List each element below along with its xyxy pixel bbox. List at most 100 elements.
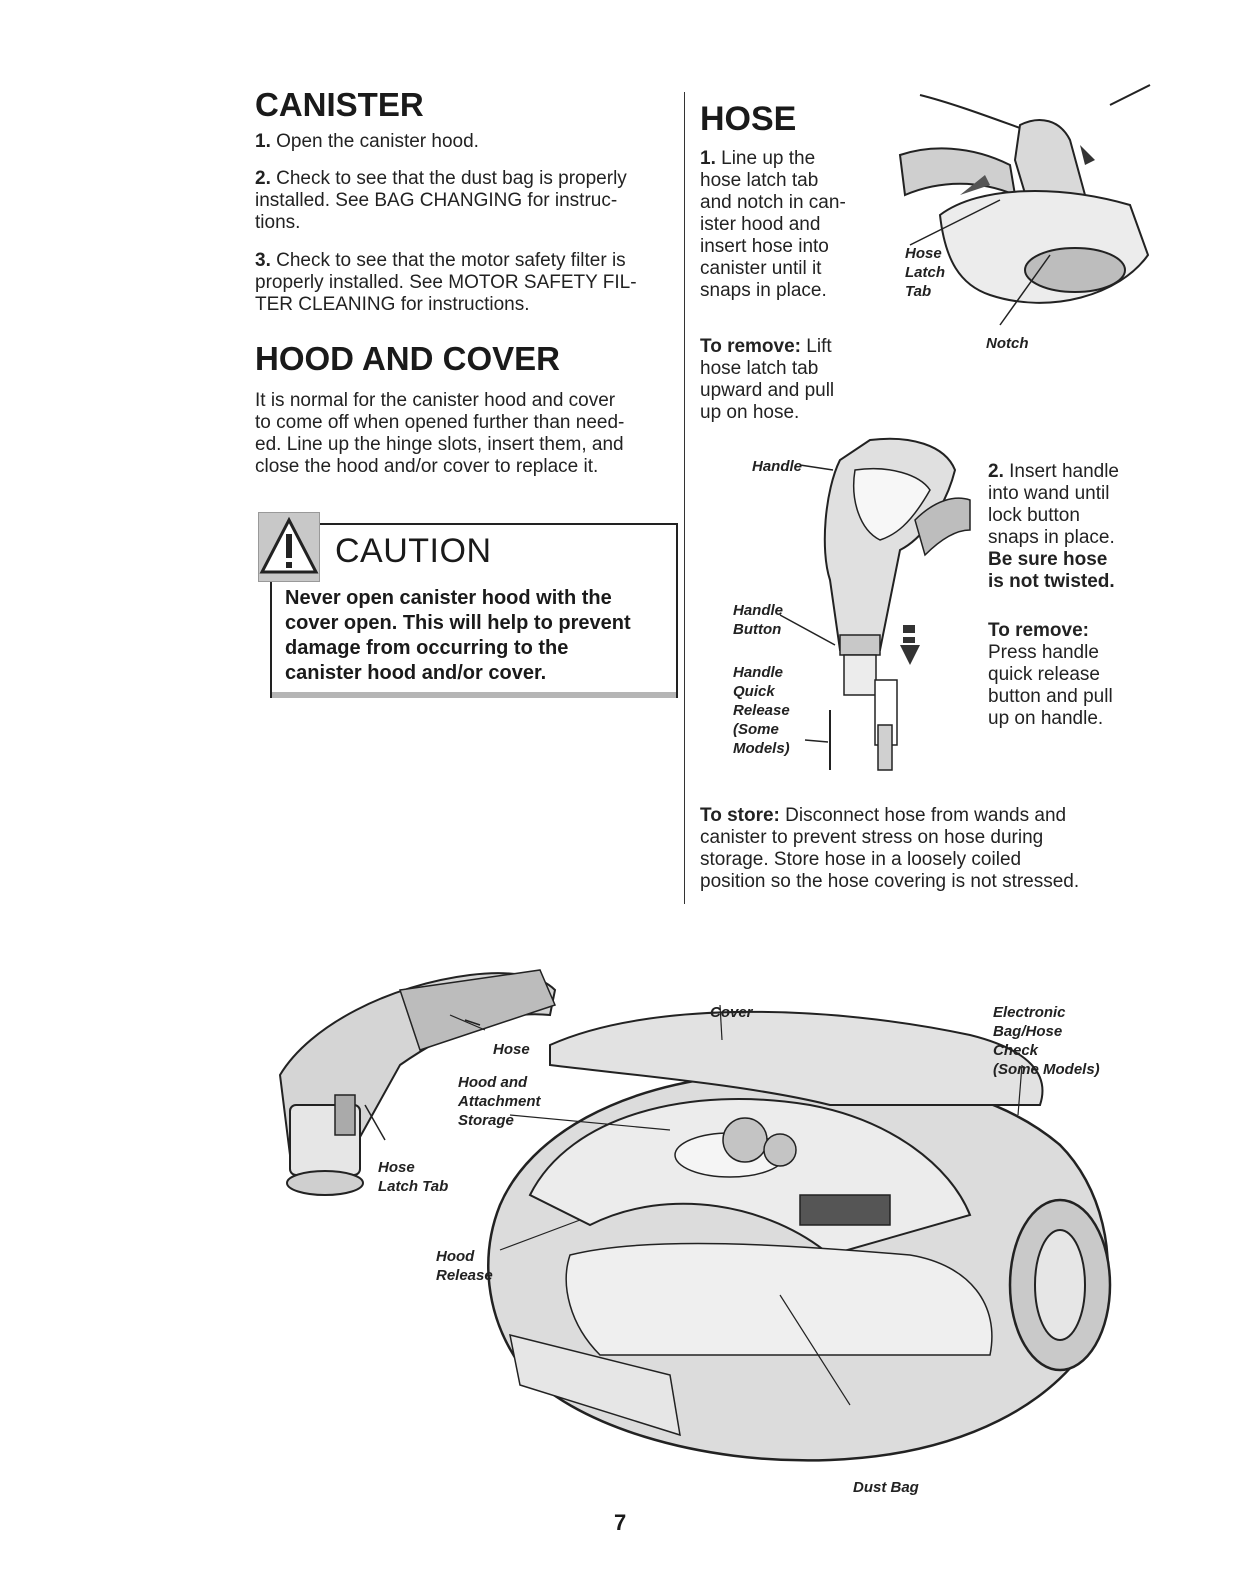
remove-text-line: hose latch tab (700, 358, 819, 379)
hose-store-text: To store: Disconnect hose from wands and… (700, 805, 1160, 893)
warning-triangle-icon (259, 516, 319, 574)
step-text-line: ister hood and (700, 214, 821, 235)
remove-text-line: button and pull (988, 686, 1113, 707)
label-line: Hose (905, 245, 942, 262)
step-text-line: and notch in can- (700, 192, 846, 213)
label-line: Electronic (993, 1004, 1066, 1021)
caution-line: Never open canister hood with the (285, 587, 612, 609)
caution-line: damage from occurring to the (285, 637, 569, 659)
remove-label: To remove: (988, 620, 1090, 641)
step-text-line: installed. See BAG CHANGING for instruc- (255, 190, 618, 211)
label-line: Button (733, 621, 782, 638)
remove-text-line: up on hose. (700, 402, 800, 423)
label-hose-latch-tab: Hose Latch Tab (905, 244, 945, 301)
canister-step-2: 2. Check to see that the dust bag is pro… (255, 168, 675, 234)
step-text-line: lock button (988, 505, 1080, 526)
label-line: Models) (733, 740, 790, 757)
step-text-line: properly installed. See MOTOR SAFETY FIL… (255, 272, 637, 293)
remove-text-line: upward and pull (700, 380, 835, 401)
label-dust-bag: Dust Bag (853, 1479, 919, 1496)
label-line: Release (436, 1267, 493, 1284)
canister-step-1: 1. Open the canister hood. (255, 131, 479, 153)
store-text-line: position so the hose covering is not str… (700, 871, 1080, 892)
step-number: 1. (255, 131, 271, 152)
label-cover: Cover (710, 1004, 753, 1021)
store-label: To store: (700, 805, 780, 826)
hose-remove-2: To remove: Press handle quick release bu… (988, 620, 1158, 730)
caution-heading: CAUTION (335, 532, 492, 570)
step-text: Open the canister hood. (276, 131, 479, 152)
caution-line: canister hood and/or cover. (285, 662, 547, 684)
label-hose: Hose (493, 1041, 530, 1058)
hose-step-2: 2. Insert handle into wand until lock bu… (988, 461, 1158, 593)
step-text-line: Check to see that the dust bag is proper… (276, 168, 627, 189)
step-number: 2. (255, 168, 271, 189)
step-text-line: TER CLEANING for instructions. (255, 294, 530, 315)
caution-text: Never open canister hood with the cover … (285, 586, 665, 686)
label-handle: Handle (752, 458, 803, 475)
step-text-line: into wand until (988, 483, 1110, 504)
step-text-line: Line up the (721, 148, 816, 169)
label-line: (Some Models) (993, 1061, 1100, 1078)
label-line: Attachment (458, 1093, 541, 1110)
hose-remove-1: To remove: Lift hose latch tab upward an… (700, 336, 880, 424)
label-handle-quick-release: Handle Quick Release (Some Models) (733, 663, 790, 758)
label-line: Bag/Hose (993, 1023, 1063, 1040)
store-text-line: canister to prevent stress on hose durin… (700, 827, 1044, 848)
step-emphasis-line: Be sure hose (988, 549, 1108, 570)
remove-text-line: up on handle. (988, 708, 1104, 729)
step-text-line: canister until it (700, 258, 822, 279)
label-line: Storage (458, 1112, 514, 1129)
step-text-line: Check to see that the motor safety filte… (276, 250, 626, 271)
step-text-line: hose latch tab (700, 170, 819, 191)
step-emphasis-line: is not twisted. (988, 571, 1115, 592)
label-line: Handle (733, 602, 784, 619)
remove-text-line: Press handle (988, 642, 1099, 663)
label-line: Quick (733, 683, 775, 700)
hose-latch-illustration (898, 84, 1151, 326)
hose-title: HOSE (700, 100, 797, 138)
step-text: Insert handle (1009, 461, 1119, 482)
label-notch: Notch (986, 335, 1029, 352)
column-divider (684, 92, 685, 904)
canister-vacuum-illustration (278, 969, 1112, 1462)
label-line: Hose (378, 1159, 415, 1176)
step-number: 2. (988, 461, 1004, 482)
step-number: 1. (700, 148, 716, 169)
remove-label: To remove: (700, 336, 802, 357)
hose-step-1: 1. Line up the hose latch tab and notch … (700, 148, 880, 302)
label-electronic-bag-hose-check: Electronic Bag/Hose Check (Some Models) (993, 1003, 1100, 1079)
paragraph-line: close the hood and/or cover to replace i… (255, 456, 599, 477)
handle-wand-illustration (779, 437, 971, 771)
label-hood-release: Hood Release (436, 1247, 493, 1285)
label-line: Hood (436, 1248, 475, 1265)
store-text: Disconnect hose from wands and (785, 805, 1067, 826)
step-text-line: insert hose into (700, 236, 829, 257)
step-number: 3. (255, 250, 271, 271)
label-line: Latch Tab (378, 1178, 449, 1195)
store-text-line: storage. Store hose in a loosely coiled (700, 849, 1022, 870)
remove-text-line: quick release (988, 664, 1100, 685)
remove-text: Lift (806, 336, 832, 357)
label-hood-attachment-storage: Hood and Attachment Storage (458, 1073, 541, 1130)
label-line: Check (993, 1042, 1039, 1059)
paragraph-line: It is normal for the canister hood and c… (255, 390, 616, 411)
label-handle-button: Handle Button (733, 601, 783, 639)
hood-and-cover-text: It is normal for the canister hood and c… (255, 390, 675, 478)
paragraph-line: ed. Line up the hinge slots, insert them… (255, 434, 624, 455)
hood-and-cover-title: HOOD AND COVER (255, 340, 560, 377)
label-line: Hood and (458, 1074, 528, 1091)
step-text-line: tions. (255, 212, 301, 233)
canister-step-3: 3. Check to see that the motor safety fi… (255, 250, 675, 316)
page-number: 7 (614, 1510, 627, 1535)
canister-title: CANISTER (255, 86, 424, 123)
step-text-line: snaps in place. (700, 280, 827, 301)
caution-line: cover open. This will help to prevent (285, 612, 631, 634)
step-text-line: snaps in place. (988, 527, 1115, 548)
caution-box (270, 523, 678, 698)
label-hose-latch-tab-bottom: Hose Latch Tab (378, 1158, 448, 1196)
label-line: Handle (733, 664, 784, 681)
label-line: (Some (733, 721, 779, 738)
label-line: Latch (905, 264, 946, 281)
paragraph-line: to come off when opened further than nee… (255, 412, 625, 433)
